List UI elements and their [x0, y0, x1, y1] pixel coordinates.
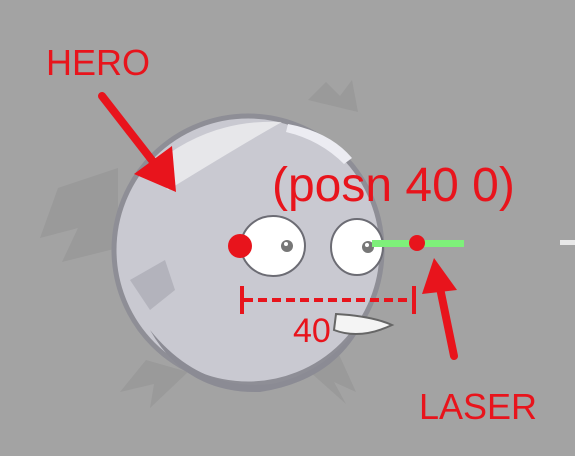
laser-offscreen-beam [560, 240, 575, 245]
hero-wing [130, 260, 175, 310]
distance-label: 40 [293, 312, 331, 350]
hero-shine [150, 121, 282, 190]
left-eye [240, 215, 306, 277]
hero-shadow [150, 316, 366, 393]
laser-label: LASER [419, 386, 538, 427]
distance-dimension [240, 286, 416, 314]
laser-position-dot [409, 235, 425, 251]
laser-arrow [422, 258, 458, 360]
hero-arrow [98, 92, 176, 192]
hero-beak [332, 312, 395, 335]
hero-origin-dot [228, 234, 252, 258]
laser-sprite [372, 240, 575, 247]
posn-label: (posn 40 0) [272, 159, 515, 212]
hero-top-highlight [286, 124, 352, 164]
hero-label: HERO [46, 42, 151, 83]
